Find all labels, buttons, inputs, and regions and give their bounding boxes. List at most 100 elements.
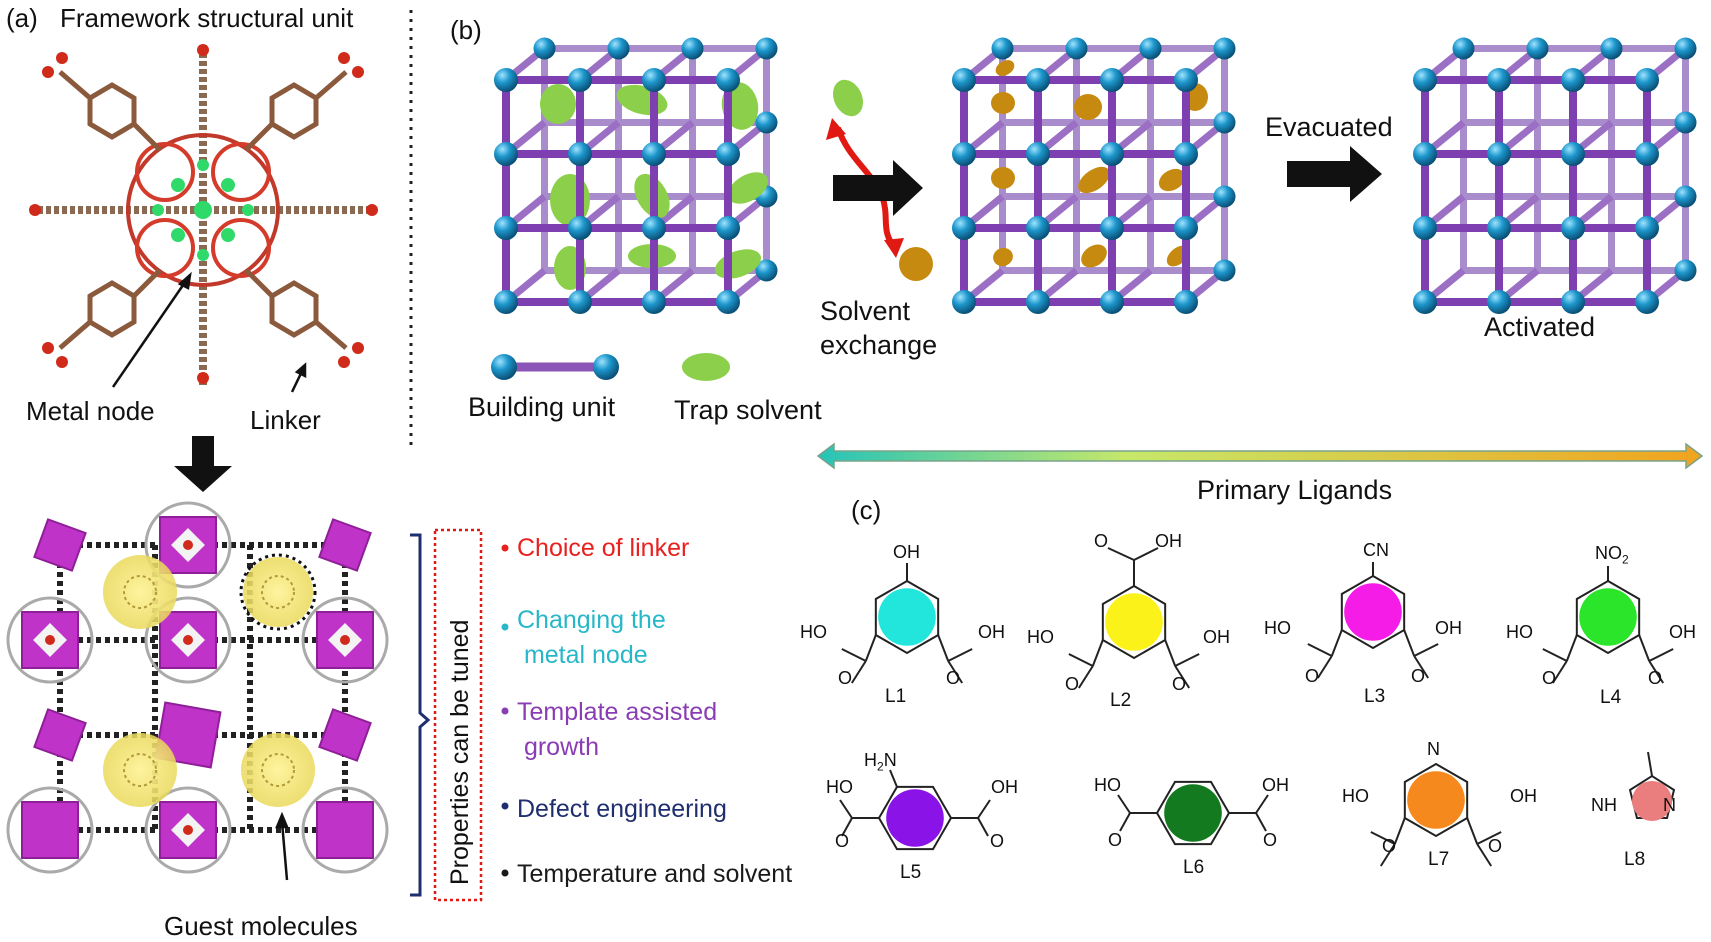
pointer-arrows-a xyxy=(111,271,307,393)
L5-h2n: H2N xyxy=(864,750,897,774)
ligand-label-L7: L7 xyxy=(1428,849,1450,870)
L5-ho-left: HO xyxy=(826,777,853,797)
linker-label: Linker xyxy=(250,405,321,435)
L7-n: N xyxy=(1427,739,1440,759)
panel-a-tag: (a) xyxy=(6,3,38,33)
ligand-L5-fill xyxy=(886,789,944,847)
properties-tuned-label: Properties can be tuned xyxy=(446,619,474,885)
L8-nh: NH xyxy=(1591,795,1617,815)
L3-ho-left: HO xyxy=(1264,618,1291,638)
tune-item-temperature: Temperature and solvent xyxy=(517,860,793,888)
ligand-label-L2: L2 xyxy=(1110,690,1132,711)
L2-o-right: O xyxy=(1172,674,1187,694)
L1-o-right: O xyxy=(946,668,961,688)
lattice-solvent-exchanged xyxy=(952,37,1236,314)
ligand-gradient-arrow xyxy=(816,442,1704,470)
L2-oh-right: OH xyxy=(1203,627,1230,647)
solvent-exchange-label-1: Solvent xyxy=(820,296,911,326)
legend-trap-solvent-label: Trap solvent xyxy=(674,395,822,425)
framework-unit-molecule xyxy=(29,44,378,385)
ligand-label-L3: L3 xyxy=(1364,686,1386,707)
ligand-L3-ring xyxy=(1340,574,1406,650)
bracket xyxy=(410,533,431,897)
ligand-label-L4: L4 xyxy=(1600,687,1622,708)
ligand-label-L1: L1 xyxy=(885,686,907,707)
tune-item-template-1: Template assisted xyxy=(517,698,718,726)
ligand-L4-ring xyxy=(1575,579,1641,655)
tune-item-defect: Defect engineering xyxy=(517,795,727,823)
ligand-L1-ring xyxy=(874,579,940,655)
free-trap-solvent xyxy=(832,79,864,117)
ligand-L6-fill xyxy=(1164,784,1222,842)
ligand-L7-ring xyxy=(1403,762,1469,838)
L7-oh-right: OH xyxy=(1510,786,1537,806)
L1-oh-top: OH xyxy=(893,542,920,562)
legend-trap-solvent xyxy=(682,353,730,381)
lattice-activated xyxy=(1413,37,1697,314)
L2-oh-top: OH xyxy=(1155,531,1182,551)
L4-o-left: O xyxy=(1542,668,1557,688)
L3-o-left: O xyxy=(1305,666,1320,686)
L6-ho-left: HO xyxy=(1094,775,1121,795)
L5-oh-right: OH xyxy=(991,777,1018,797)
activated-label: Activated xyxy=(1484,312,1596,342)
tune-item-metal-node-2: metal node xyxy=(517,641,648,669)
ligand-L8-fill xyxy=(1632,781,1672,821)
lattice-with-trap-solvent xyxy=(494,37,778,314)
L6-o-right: O xyxy=(1263,830,1278,850)
ligand-structures xyxy=(839,547,1676,867)
tune-item-linker: Choice of linker xyxy=(517,534,690,562)
guest-solvent-ball xyxy=(899,247,933,281)
L3-cn: CN xyxy=(1363,540,1389,560)
L7-ho-left: HO xyxy=(1342,786,1369,806)
L4-oh-right: OH xyxy=(1669,622,1696,642)
arrow-right-1 xyxy=(833,160,923,216)
arrow-right-2 xyxy=(1287,146,1382,202)
legend-building-unit-label: Building unit xyxy=(468,392,616,422)
L2-o-top: O xyxy=(1094,531,1109,551)
L4-no2: NO2 xyxy=(1595,543,1629,567)
L7-o-right: O xyxy=(1488,836,1503,856)
crystal-lattice xyxy=(6,501,389,874)
L2-o-left: O xyxy=(1065,674,1080,694)
guest-pointer xyxy=(275,811,289,881)
L3-oh-right: OH xyxy=(1435,618,1462,638)
tunable-dots xyxy=(501,544,509,877)
ligand-L4-fill xyxy=(1579,588,1637,646)
ligand-label-L6: L6 xyxy=(1183,857,1205,878)
L5-o-right: O xyxy=(990,831,1005,851)
tune-item-template-2: growth xyxy=(517,733,599,761)
solvent-exchange-label-2: exchange xyxy=(820,330,938,360)
metal-node-label: Metal node xyxy=(26,396,155,426)
tune-item-metal-node-1: Changing the xyxy=(517,606,666,634)
L1-ho-left: HO xyxy=(800,622,827,642)
tunable-box xyxy=(433,528,483,902)
evacuated-label: Evacuated xyxy=(1265,112,1393,142)
legend-building-unit xyxy=(491,354,619,380)
panel-c-tag: (c) xyxy=(851,495,882,525)
L7-o-left: O xyxy=(1382,836,1397,856)
L4-ho-left: HO xyxy=(1506,622,1533,642)
ligand-L2-fill xyxy=(1105,593,1163,651)
L6-o-left: O xyxy=(1108,830,1123,850)
guest-molecules-label: Guest molecules xyxy=(164,911,358,941)
ligand-label-L8: L8 xyxy=(1624,849,1646,870)
ligand-label-L5: L5 xyxy=(900,862,922,883)
primary-ligands-label: Primary Ligands xyxy=(1197,475,1393,505)
panel-b-tag: (b) xyxy=(450,15,482,45)
ligand-L7-fill xyxy=(1407,771,1465,829)
L1-o-left: O xyxy=(838,668,853,688)
L2-ho-left: HO xyxy=(1027,627,1054,647)
L1-oh-right: OH xyxy=(978,622,1005,642)
L8-n: N xyxy=(1663,795,1676,815)
ligand-L1-fill xyxy=(878,588,936,646)
L4-o-right: O xyxy=(1648,668,1663,688)
L3-o-right: O xyxy=(1411,666,1426,686)
ligand-L2-ring xyxy=(1101,584,1167,660)
L5-o-left: O xyxy=(835,831,850,851)
ligand-L3-fill xyxy=(1344,583,1402,641)
L6-oh-right: OH xyxy=(1262,775,1289,795)
panel-a-title: Framework structural unit xyxy=(60,3,354,33)
down-arrow xyxy=(174,436,232,492)
